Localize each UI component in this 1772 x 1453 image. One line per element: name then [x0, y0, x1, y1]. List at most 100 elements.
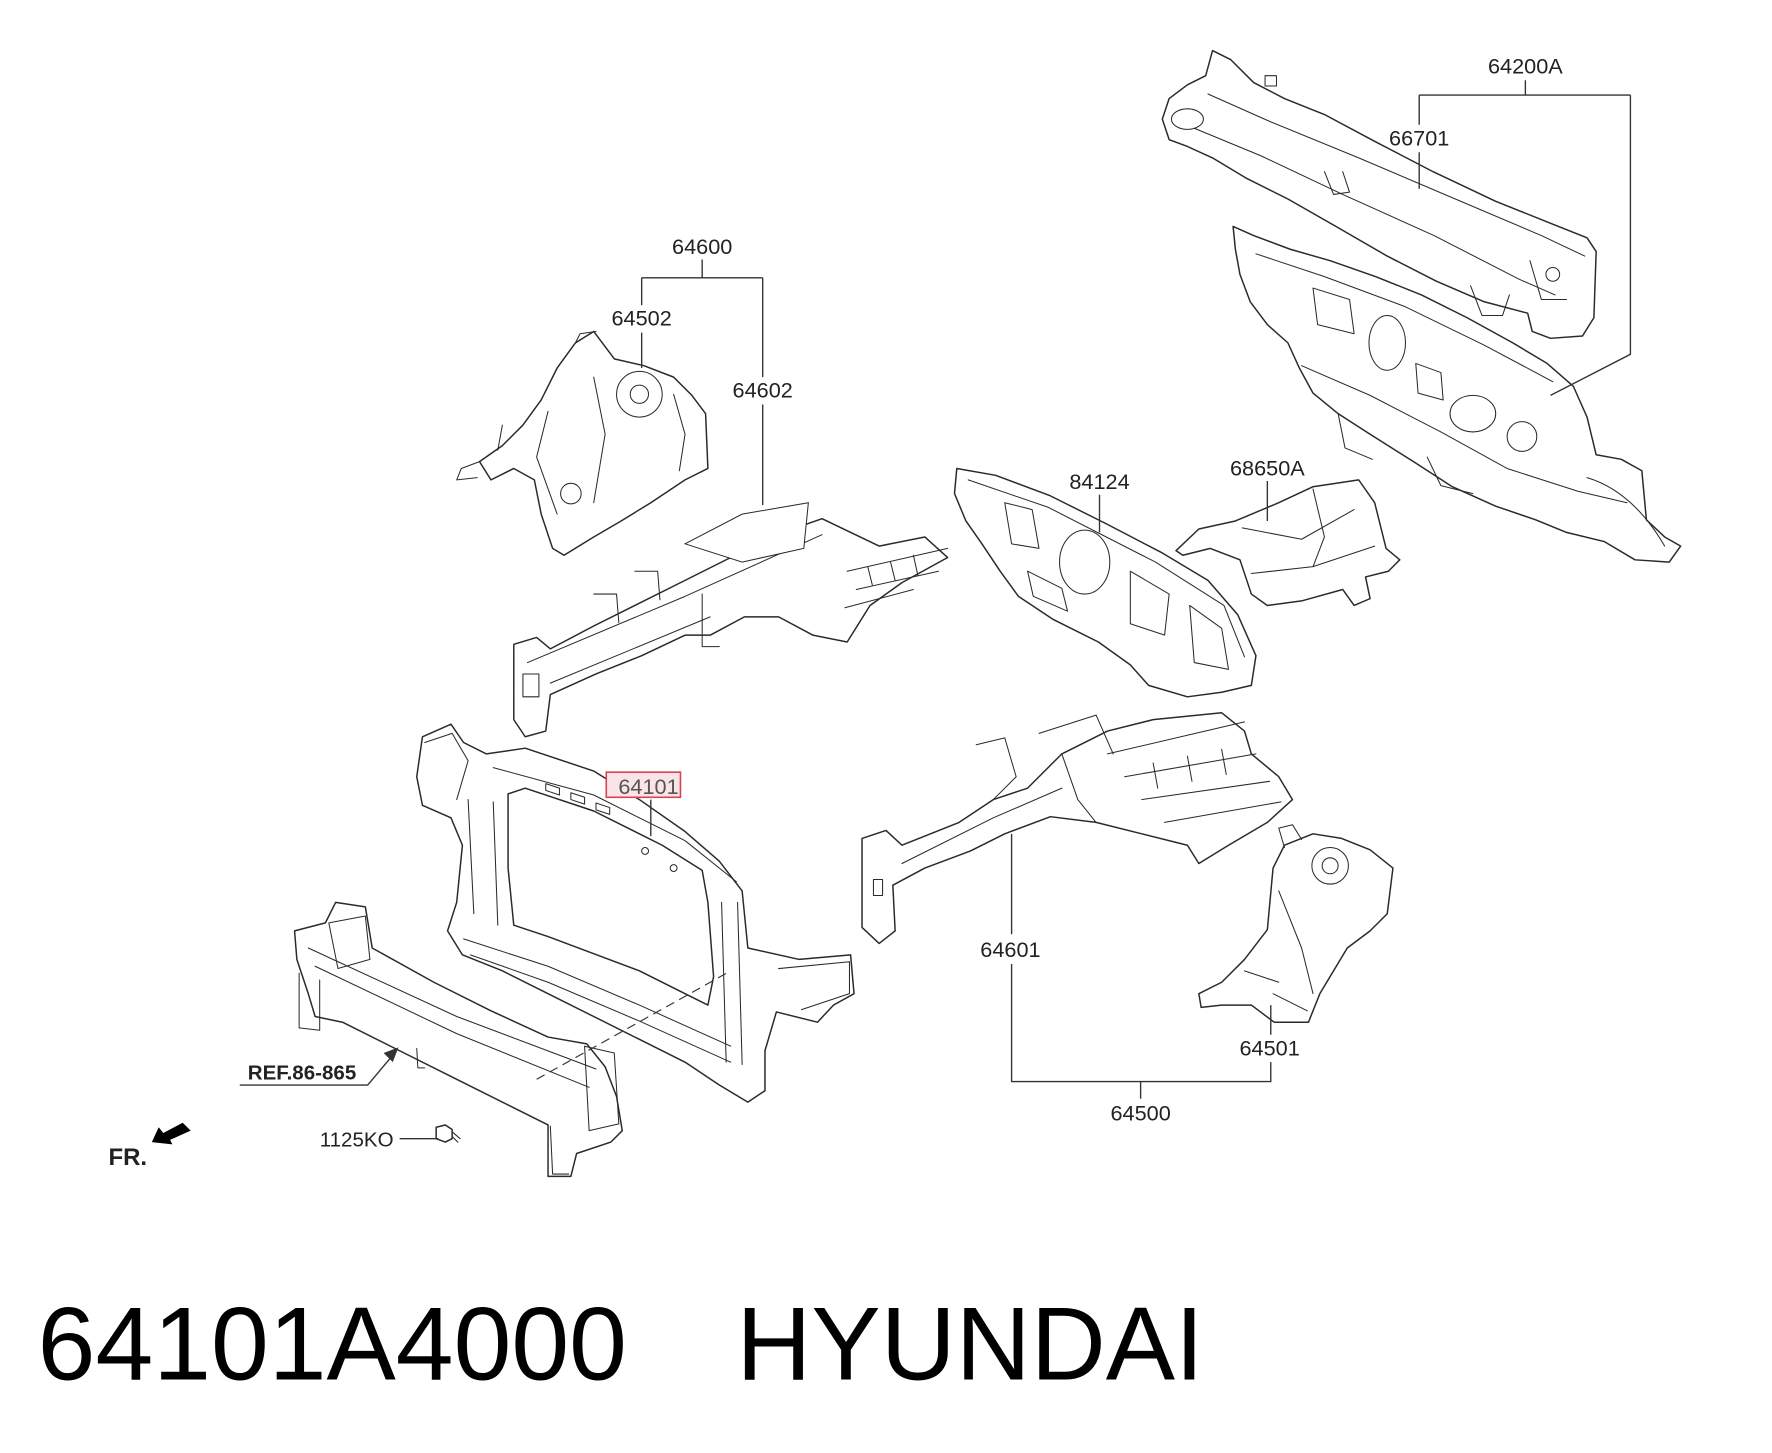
bolt-shaft — [451, 1131, 461, 1143]
detail-line — [497, 424, 503, 451]
detail-line — [314, 965, 590, 1088]
leader-64500 — [1010, 833, 1272, 1099]
dash-insulator-drawing — [953, 467, 1257, 698]
detail-line — [967, 479, 1246, 658]
bolt-head — [435, 1124, 453, 1143]
mount-bracket — [634, 570, 661, 601]
bracket-tab — [1264, 75, 1277, 87]
detail-line — [1312, 488, 1325, 568]
detail-line — [1337, 413, 1373, 460]
dash-panel-lower-drawing — [1232, 225, 1682, 563]
upper-bracket — [975, 737, 1017, 801]
callout-66701: 66701 — [1389, 125, 1449, 150]
crash-box-right — [584, 1045, 620, 1132]
carrier-slot — [545, 783, 611, 815]
crash-box-left — [328, 915, 371, 970]
mount-bracket — [593, 593, 620, 624]
upper-bracket — [1038, 714, 1114, 755]
bracket-tab — [456, 461, 481, 481]
callout-64101-highlighted: 64101 — [618, 774, 678, 799]
cowl-crossmember-drawing — [1161, 49, 1597, 340]
direction-label: FR. — [108, 1144, 147, 1171]
bracket-tab — [1529, 260, 1567, 300]
bolt-hole — [560, 482, 582, 505]
rail-line — [1106, 721, 1246, 755]
panel-hole — [1449, 394, 1497, 433]
bumper-beam-outline — [293, 901, 623, 1178]
alignment-dashed-line — [536, 970, 732, 1080]
detail-line — [1272, 993, 1308, 1012]
bracket-tab — [1470, 285, 1510, 316]
detail-line — [526, 534, 823, 664]
leader-64200A — [1418, 80, 1632, 397]
wheel-arch-line — [1586, 477, 1666, 547]
insulator-hole — [1059, 529, 1111, 595]
strut-hole — [1321, 857, 1339, 875]
detail-line — [1193, 127, 1556, 296]
caption-part-number: 64101A4000 — [38, 1287, 627, 1403]
detail-line — [1301, 365, 1628, 504]
left-side-member-drawing — [513, 502, 949, 738]
bracket-tab — [1278, 824, 1303, 849]
reference-arrowhead — [383, 1047, 399, 1063]
detail-line — [1426, 456, 1474, 495]
detail-line — [536, 410, 558, 515]
strut-tower — [616, 370, 663, 418]
detail-line — [307, 947, 597, 1070]
callout-64501: 64501 — [1239, 1035, 1299, 1060]
callout-64601: 64601 — [980, 937, 1040, 962]
callout-64600: 64600 — [672, 234, 732, 259]
upper-bracket — [683, 502, 809, 563]
bolt-hole — [1545, 267, 1561, 282]
leader-64600 — [640, 259, 764, 505]
detail-line — [416, 1047, 426, 1069]
detail-line — [1207, 93, 1586, 257]
left-apron-outline — [478, 330, 709, 556]
callout-64502: 64502 — [612, 306, 672, 331]
callout-68650A: 68650A — [1230, 455, 1305, 480]
mount-bracket — [298, 972, 321, 1031]
right-side-member-drawing — [861, 712, 1294, 945]
rail-line — [1141, 780, 1271, 801]
callout-64602: 64602 — [733, 378, 793, 403]
fastener-label: 1125KO — [320, 1129, 394, 1152]
reference-label: REF.86-865 — [248, 1061, 357, 1084]
right-side-member-outline — [861, 712, 1294, 945]
leader-reference — [239, 1054, 394, 1086]
rib-line — [867, 554, 919, 586]
rib-line — [1152, 748, 1227, 789]
heat-shield-outline — [1175, 479, 1401, 607]
insulator-hole — [1129, 570, 1170, 636]
bolt-drawing — [435, 1124, 461, 1143]
detail-line — [1241, 509, 1355, 540]
detail-line — [673, 393, 686, 472]
highlight-box — [605, 771, 682, 799]
bracket-tab — [1323, 171, 1351, 195]
end-plate-hole — [522, 673, 540, 698]
detail-line — [492, 767, 737, 883]
bracket-tab — [574, 330, 597, 344]
panel-cutout — [1312, 287, 1355, 335]
detail-line — [737, 901, 743, 1065]
caption-brand: HYUNDAI — [736, 1287, 1204, 1403]
strut-tower — [1311, 847, 1349, 885]
right-apron-drawing — [1198, 824, 1394, 1023]
panel-hole — [1368, 314, 1407, 371]
panel-cutout — [1415, 362, 1444, 401]
cowl-crossmember-outline — [1161, 49, 1597, 340]
detail-line — [901, 787, 1063, 865]
bumper-beam-drawing — [293, 901, 623, 1178]
heat-shield-drawing — [1175, 479, 1401, 607]
panel-hole — [1506, 421, 1538, 452]
rail-line — [846, 547, 949, 572]
insulator-hole — [1027, 570, 1069, 612]
detail-line — [549, 616, 711, 684]
end-plate-hole — [872, 878, 884, 896]
detail-line — [1061, 753, 1097, 823]
bolt-hole — [669, 864, 678, 873]
left-side-member-outline — [513, 517, 949, 738]
rail-line — [1124, 753, 1257, 778]
left-apron-drawing — [456, 330, 709, 556]
mount-bracket — [549, 1125, 570, 1175]
